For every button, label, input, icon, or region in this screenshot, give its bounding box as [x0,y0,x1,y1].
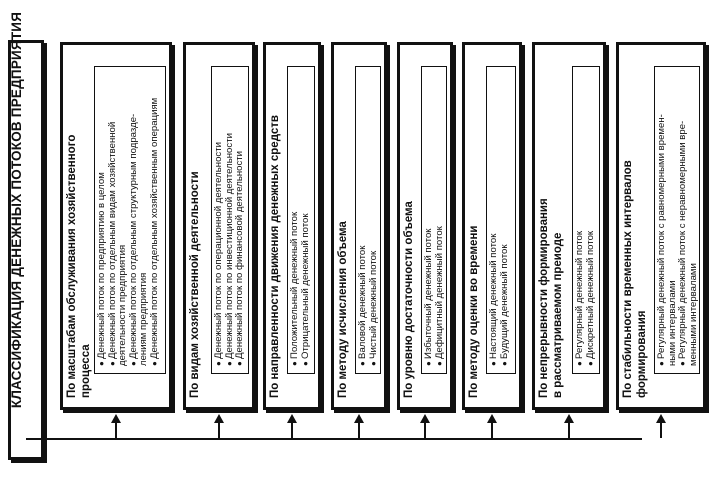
connector-horizontal [44,438,642,440]
category-item: Денежный поток по отдельным хозяйственны… [149,98,160,366]
category-item: Валовой денежный поток [357,246,368,366]
category-title: По методу исчисления объема [337,221,349,398]
category-title: По видам хозяйственной деятельности [189,171,201,398]
connector-branch [568,422,570,438]
arrow-head [214,414,224,423]
category-item: Положительный денежный поток [289,212,300,366]
category-item: Дискретный денежный поток [585,231,596,366]
arrow-head [656,414,666,423]
category-title: По направленности движения денежных сред… [269,115,281,398]
arrow-head [564,414,574,423]
arrow-head [487,414,497,423]
category-title: формирования [636,310,648,398]
root-box [8,40,44,460]
category-item: Чистый денежный поток [368,251,379,366]
category-item: Избыточный денежный поток [423,228,434,366]
arrow-head [287,414,297,423]
connector-branch [660,422,662,438]
category-item: Денежный поток по операционной деятельно… [213,142,224,366]
category-item: Отрицательный денежный поток [300,213,311,366]
category-item: Денежный поток по предприятию в целом [96,172,107,366]
connector-branch [424,422,426,438]
arrow-head [111,414,121,423]
category-item: Регулярный денежный поток с равномерными… [656,114,667,366]
arrow-head [420,414,430,423]
category-item: Дефицитный денежный поток [434,226,445,366]
connector-branch [218,422,220,438]
category-title: По масштабам обслуживания хозяйственного [66,134,78,398]
category-item: Настоящий денежный поток [488,234,499,366]
connector-root-horizontal [26,438,46,440]
category-item: Денежный поток по финансовой деятельност… [234,151,245,366]
category-title: По методу оценки во времени [468,225,480,398]
category-title: По уровню достаточности объема [403,201,415,398]
arrow-head [354,414,364,423]
category-title: По стабильности временных интервалов [622,160,634,398]
connector-branch [491,422,493,438]
connector-branch [291,422,293,438]
category-item: Регулярный денежный поток [574,231,585,366]
category-title: По непрерывности формирования [538,198,550,398]
connector-branch [358,422,360,438]
category-title: процесса [80,344,92,398]
root-title: КЛАССИФИКАЦИЯ ДЕНЕЖНЫХ ПОТОКОВ ПРЕДПРИЯТ… [9,11,24,409]
category-item: менными интервалами [687,263,699,366]
connector-branch [115,422,117,438]
category-item: Будущий денежный поток [499,244,510,366]
category-title: в рассматриваемом преиоде [552,232,564,398]
